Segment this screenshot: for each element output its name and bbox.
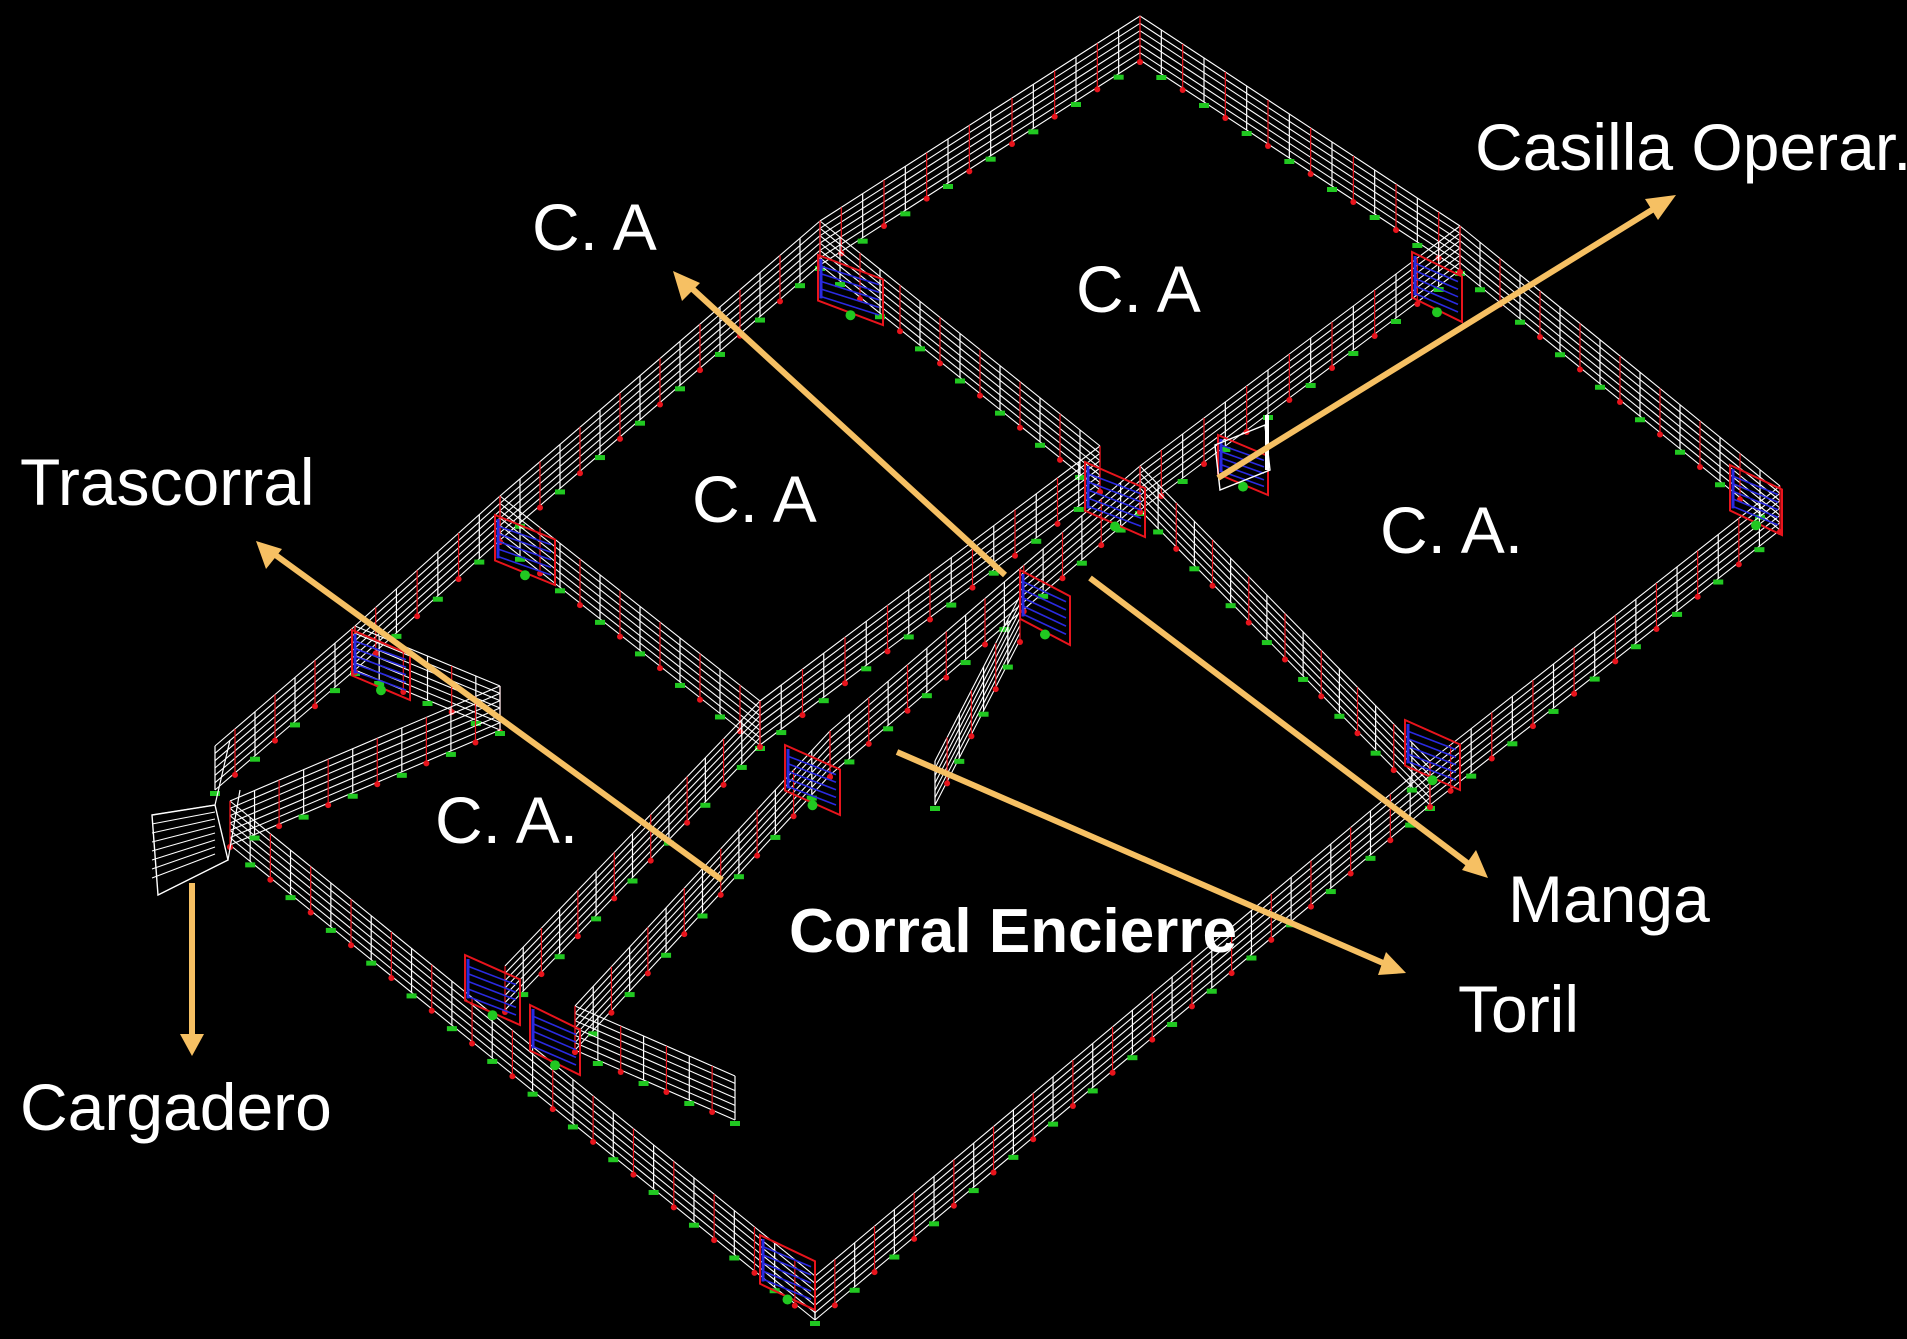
label-ca-right: C. A. <box>1380 493 1523 567</box>
arrow-toril <box>895 749 1406 975</box>
label-casilla-operar: Casilla Operar. <box>1475 110 1907 184</box>
gate-corridor <box>784 743 841 817</box>
label-cargadero: Cargadero <box>20 1070 332 1144</box>
gate-top-left <box>817 253 884 327</box>
label-ca-bottom-left: C. A. <box>435 783 578 857</box>
fence-corridor-left <box>502 700 763 1015</box>
gates <box>351 250 1783 1312</box>
gate-right <box>1729 463 1783 537</box>
label-ca-mid-left: C. A <box>692 462 817 536</box>
label-corral-encierre: Corral Encierre <box>789 897 1237 966</box>
arrow-ca-top-left <box>673 271 1008 578</box>
fence-trascorral-lower <box>227 685 505 850</box>
label-toril: Toril <box>1458 972 1579 1046</box>
fence-top-left-upper <box>815 15 1143 271</box>
gate-bottom <box>759 1233 816 1312</box>
fence-corridor-exit <box>572 1005 740 1126</box>
fence-right-lower <box>810 760 1433 1326</box>
labels: Casilla Operar. C. A C. A C. A C. A. Tra… <box>20 110 1907 1144</box>
arrow-cargadero <box>180 883 204 1056</box>
fence-top-right-upper <box>1137 15 1465 276</box>
label-trascorral: Trascorral <box>20 445 315 519</box>
arrow-manga <box>1088 575 1488 878</box>
fence-left-lower <box>210 625 358 796</box>
fence-corridor-right <box>572 730 833 1055</box>
fence-manga-bottom <box>827 465 1143 780</box>
fence-left-mid <box>350 495 503 676</box>
gate-bottom-corridor <box>529 1003 581 1077</box>
fence-toril <box>930 595 1023 811</box>
gate-left-mid <box>351 628 411 702</box>
fence-ca-right-bottom <box>1137 465 1433 810</box>
gate-right-lower <box>1404 718 1461 792</box>
ramp-frame <box>151 739 241 897</box>
fence-left-upper <box>497 220 823 545</box>
fence-ca-divider-top <box>817 220 1103 495</box>
gate-manga <box>1019 568 1071 647</box>
annotation-arrows <box>180 195 1676 1056</box>
label-ca-top-left: C. A <box>532 190 657 264</box>
label-manga: Manga <box>1508 862 1710 936</box>
fence-trascorral-inner <box>352 625 503 735</box>
gate-left-upper <box>494 513 556 587</box>
arrow-trascorral <box>256 541 724 883</box>
fence-right-upper <box>1457 225 1783 535</box>
cargadero-ramp <box>151 415 1271 897</box>
fence-manga-top <box>757 445 1103 750</box>
gate-center <box>1084 460 1146 539</box>
fence-right-mid <box>1425 485 1783 811</box>
fence-structure <box>210 15 1783 1326</box>
fence-bottom-left <box>227 800 820 1326</box>
gate-bottom-left <box>464 953 521 1027</box>
label-ca-top-center: C. A <box>1076 252 1201 326</box>
gate-top-right <box>1411 250 1463 324</box>
arrow-casilla <box>1216 195 1676 481</box>
